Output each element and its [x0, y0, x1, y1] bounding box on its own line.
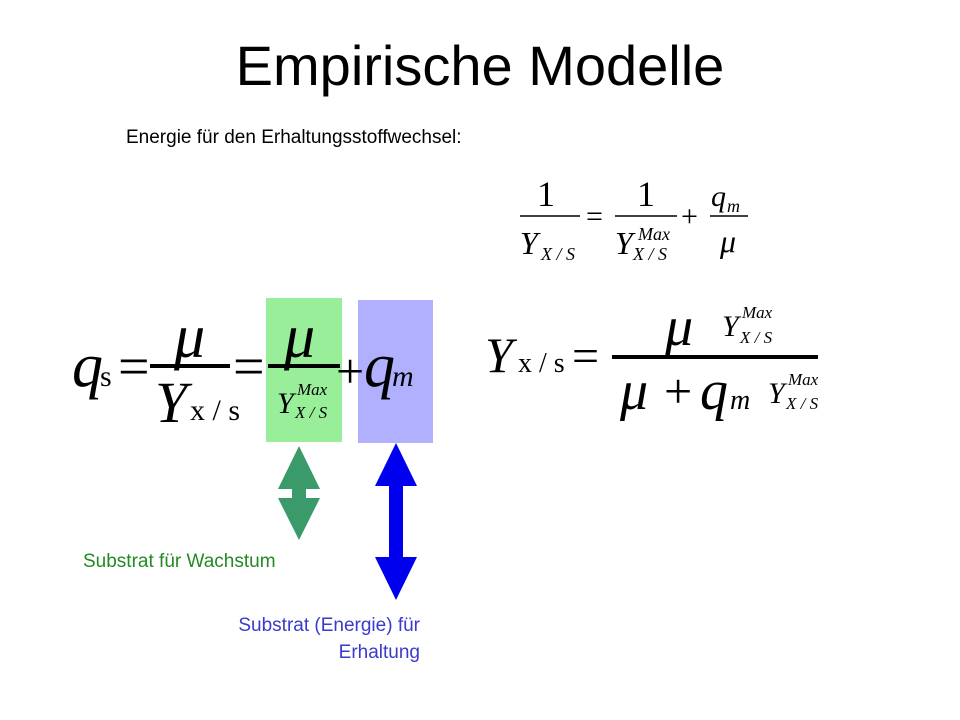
right-Y: Y [485, 327, 518, 383]
right-q-sub: m [730, 385, 750, 416]
top-one-right: 1 [637, 174, 655, 214]
left-Y-1: Y [155, 370, 193, 435]
right-mu: μ [664, 296, 693, 358]
formula-top: 1 Y X / S = 1 Y Max X / S + q m μ [520, 174, 748, 264]
top-plus: + [681, 200, 698, 233]
growth-double-arrow [278, 446, 320, 540]
maintenance-label-line-1: Substrat (Energie) für [238, 615, 420, 636]
maintenance-double-arrow [375, 443, 417, 600]
formula-right: Y x / s = μ Y Max X / S μ + q m Y Max X … [485, 296, 819, 422]
growth-substrate-label: Substrat für Wachstum [83, 551, 276, 572]
left-plus: + [336, 343, 364, 399]
top-sup-right: Max [637, 224, 670, 244]
right-plus: + [664, 363, 692, 419]
right-Yb: Y [768, 377, 788, 410]
left-q: q [72, 332, 103, 400]
left-equals-1: = [118, 336, 150, 398]
formula-left: q s = μ Y x / s = μ Y Max X / S + q m [72, 303, 414, 435]
left-mu-2: μ [283, 303, 315, 371]
top-q: q [711, 180, 726, 213]
top-sub-right: X / S [632, 244, 667, 264]
right-Yb-sub: X / S [785, 394, 819, 413]
maintenance-substrate-label: Substrat (Energie) für Erhaltung [150, 612, 420, 666]
maintenance-highlight-box [358, 300, 433, 443]
top-Y-right: Y [615, 225, 636, 261]
right-q: q [700, 360, 728, 422]
top-one-left: 1 [537, 174, 555, 214]
top-q-sub: m [727, 196, 740, 216]
left-Y-2: Y [277, 387, 297, 420]
page-title: Empirische Modelle [235, 34, 725, 97]
left-q-2: q [364, 332, 395, 400]
top-Y-left: Y [520, 225, 541, 261]
right-Y-sub: x / s [518, 348, 565, 379]
top-mu: μ [719, 223, 736, 259]
subtitle: Energie für den Erhaltungsstoffwechsel: [126, 127, 462, 148]
left-q-sub: s [100, 360, 112, 393]
top-equals: = [586, 200, 603, 233]
top-sub-left: X / S [540, 244, 575, 264]
left-Y2-sub: X / S [294, 403, 328, 422]
right-Ya: Y [722, 310, 742, 343]
right-mu-2: μ [619, 360, 648, 422]
left-mu-1: μ [173, 303, 205, 371]
left-Y1-sub: x / s [190, 394, 240, 427]
right-Yb-sup: Max [787, 370, 819, 389]
maintenance-label-line-2: Erhaltung [338, 642, 420, 663]
left-q2-sub: m [392, 360, 414, 393]
right-Ya-sub: X / S [739, 328, 773, 347]
left-equals-2: = [233, 336, 265, 398]
growth-highlight-box [266, 298, 342, 442]
right-Ya-sup: Max [741, 303, 773, 322]
right-equals: = [572, 330, 599, 383]
left-Y2-sup: Max [296, 380, 328, 399]
